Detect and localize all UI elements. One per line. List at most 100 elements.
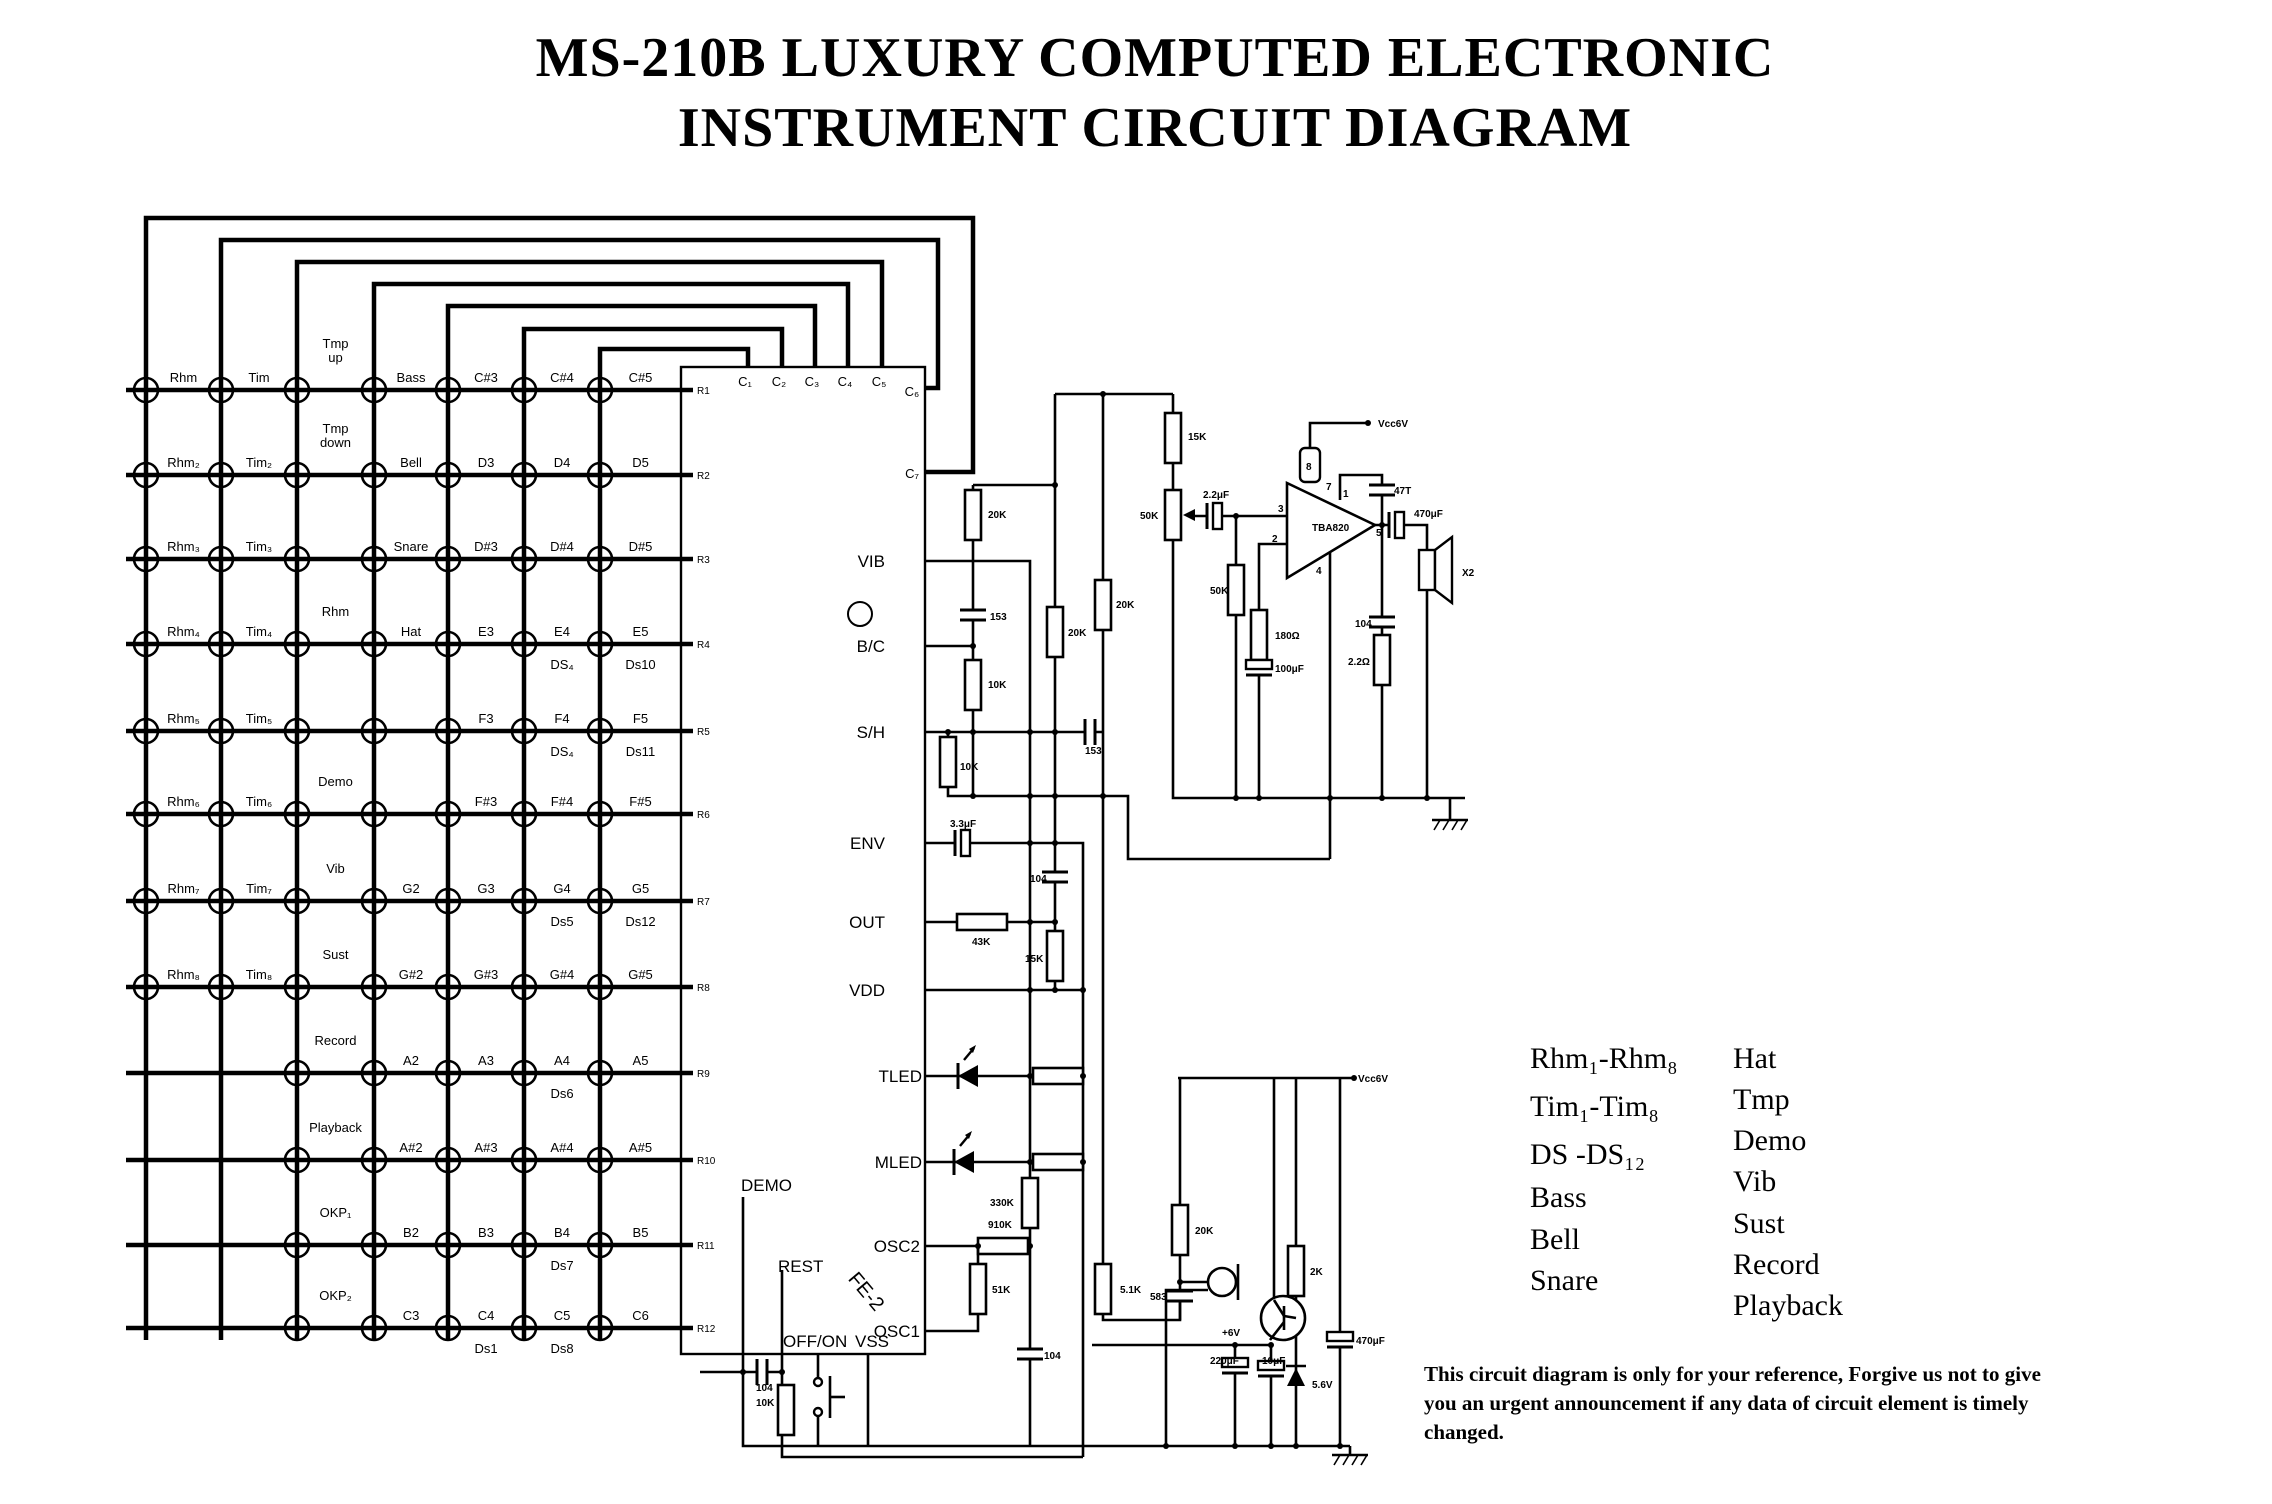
key-label: Hat — [401, 624, 422, 639]
pin-out: OUT — [849, 913, 885, 932]
key-label: A#4 — [550, 1140, 573, 1155]
key-label: Rhm₈ — [167, 967, 200, 982]
key-label: Rhm — [170, 370, 197, 385]
key-label: OKP₂ — [319, 1288, 352, 1303]
key-switch-junction — [360, 1146, 388, 1174]
pin-c5: C₅ — [872, 374, 887, 389]
junction-dot — [1177, 1279, 1183, 1285]
key-label: Tmp — [323, 421, 349, 436]
junction-dot — [1080, 1073, 1086, 1079]
key-switch-junction — [510, 1231, 538, 1259]
key-switch-junction — [586, 1059, 614, 1087]
switch-contact — [812, 1376, 824, 1388]
key-label: G5 — [632, 881, 649, 896]
label-vcc: Vcc6V — [1358, 1074, 1388, 1085]
pin-c1: C₁ — [738, 374, 752, 389]
led-light-arrow — [969, 1045, 976, 1053]
key-switch-junction — [283, 630, 311, 658]
wire — [925, 841, 1085, 1457]
transistor-icon — [1268, 1321, 1286, 1341]
key-switch-junction — [434, 1231, 462, 1259]
led-icon — [954, 1151, 974, 1173]
key-switch-junction — [132, 717, 160, 745]
key-label: Tim₈ — [246, 967, 273, 982]
label-r-20k: 20K — [988, 510, 1007, 521]
key-switch-junction — [360, 1314, 388, 1342]
capacitor-gap — [756, 1358, 768, 1386]
label-c-104: 104 — [1044, 1351, 1061, 1362]
key-switch-junction — [510, 1059, 538, 1087]
key-switch-junction — [510, 717, 538, 745]
label-c-583: 583 — [1150, 1292, 1167, 1303]
label-r-50k: 50K — [1210, 586, 1229, 597]
key-label: Tim₅ — [246, 711, 272, 726]
key-switch-junction — [434, 1059, 462, 1087]
key-switch-junction — [132, 630, 160, 658]
key-switch-junction — [360, 800, 388, 828]
key-switch-junction — [510, 545, 538, 573]
disclaimer-note: This circuit diagram is only for your re… — [1424, 1360, 2041, 1447]
amp-pin8-capacitor — [1298, 446, 1322, 484]
column-bus-5 — [445, 303, 818, 1340]
label-c-104: 104 — [1030, 874, 1047, 885]
wire — [1257, 542, 1287, 798]
legend-item: Record — [1733, 1248, 1820, 1281]
key-label: C#5 — [629, 370, 653, 385]
junction-dot — [1293, 1443, 1299, 1449]
key-switch-junction — [207, 800, 235, 828]
key-label: C3 — [403, 1308, 420, 1323]
legend-item: Sust — [1733, 1207, 1785, 1240]
key-switch-junction — [283, 800, 311, 828]
row-pin-label: R3 — [697, 555, 710, 566]
amp-pin-3: 3 — [1278, 504, 1284, 515]
label-c-104: 104 — [756, 1383, 773, 1394]
key-switch-junction — [586, 973, 614, 1001]
label-pot-50k: 50K — [1140, 511, 1159, 522]
junction-dot — [1351, 1075, 1357, 1081]
ground-icon — [1460, 819, 1468, 831]
resistor-20k — [1045, 605, 1065, 659]
junction-dot — [1027, 1243, 1033, 1249]
key-label: Rhm₆ — [167, 794, 200, 809]
label-r-180: 180Ω — [1275, 631, 1300, 642]
resistor-2k — [1286, 1244, 1306, 1298]
key-switch-junction — [207, 717, 235, 745]
key-label: B5 — [633, 1225, 649, 1240]
key-switch-junction — [283, 461, 311, 489]
resistor-5-1k — [1093, 1262, 1113, 1316]
key-label-secondary: DS₄ — [550, 744, 573, 759]
label-c-153: 153 — [1085, 746, 1102, 757]
capacitor-gap — [959, 609, 987, 621]
microphone-icon — [1206, 1266, 1238, 1298]
row-pin-label: R2 — [697, 471, 710, 482]
key-label: Vib — [326, 861, 345, 876]
resistor-20k — [1093, 578, 1113, 632]
speaker-icon — [1433, 534, 1454, 606]
junction-dot — [970, 729, 976, 735]
junction-dot — [1027, 1073, 1033, 1079]
key-switch-junction — [586, 887, 614, 915]
junction-dot — [970, 643, 976, 649]
junction-dot — [1233, 513, 1239, 519]
resistor-10k — [938, 735, 958, 789]
key-label-secondary: Ds11 — [626, 744, 655, 759]
key-switch-junction — [434, 717, 462, 745]
pin-vss: VSS — [855, 1332, 889, 1351]
key-switch-junction — [510, 461, 538, 489]
key-switch-junction — [510, 973, 538, 1001]
junction-dot — [1268, 1443, 1274, 1449]
resistor-180 — [1249, 608, 1269, 662]
row-pin-label: R7 — [697, 897, 710, 908]
key-label: C4 — [478, 1308, 495, 1323]
legend-item: Demo — [1733, 1124, 1807, 1157]
key-label: Rhm₇ — [168, 881, 200, 896]
amp-pin-4: 4 — [1316, 566, 1322, 577]
resistor-20k — [963, 488, 983, 542]
key-switch-junction — [132, 376, 160, 404]
key-switch-junction — [510, 800, 538, 828]
key-switch-junction — [207, 376, 235, 404]
key-label: G2 — [402, 881, 419, 896]
label-r-910k: 910K — [988, 1220, 1013, 1231]
key-switch-junction — [510, 1146, 538, 1174]
resistor-50k — [1226, 563, 1246, 617]
